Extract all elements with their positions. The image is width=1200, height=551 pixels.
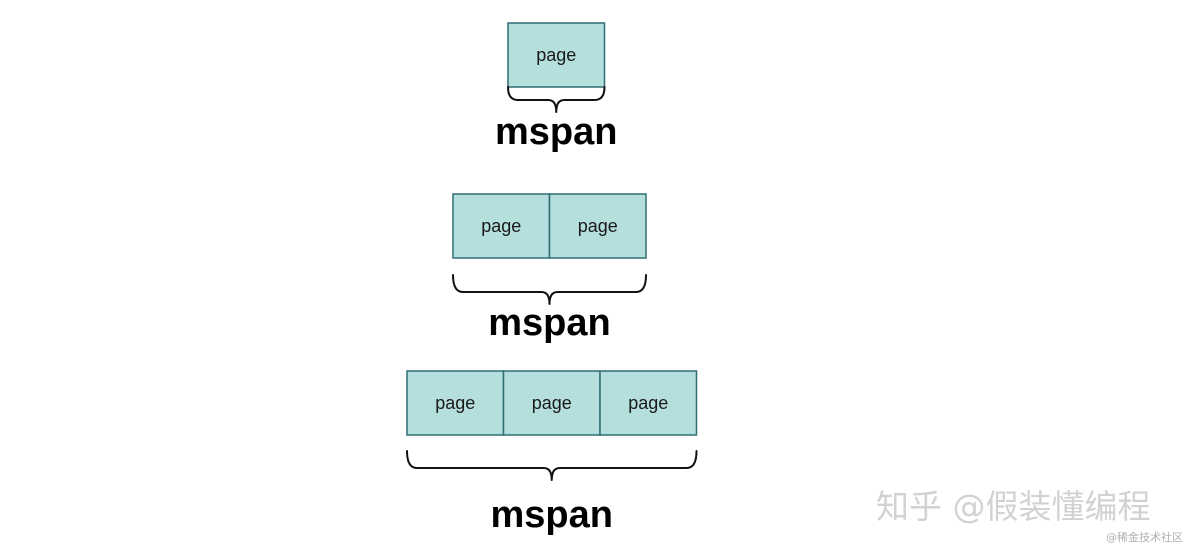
page-box [507, 22, 606, 88]
curly-brace [507, 86, 606, 113]
page-box [452, 193, 551, 259]
page-label: page [481, 216, 521, 236]
page-label: page [435, 393, 475, 413]
page-box [502, 370, 601, 436]
mspan-group-1: page mspan [495, 22, 617, 153]
mspan-group-2: page page mspan [452, 193, 647, 344]
mspan-label: mspan [495, 111, 617, 153]
zhihu-watermark: 知乎 @假装懂编程 [876, 487, 1151, 526]
juejin-watermark: @稀金技术社区 [1106, 531, 1183, 544]
page-label: page [578, 216, 618, 236]
page-label: page [536, 45, 576, 65]
page-box [548, 193, 647, 259]
mspan-label: mspan [488, 302, 610, 344]
curly-brace [406, 450, 698, 481]
curly-brace [452, 274, 647, 305]
mspan-label: mspan [491, 494, 613, 536]
page-label: page [532, 393, 572, 413]
page-label: page [628, 393, 668, 413]
page-box [599, 370, 698, 436]
mspan-group-3: page page page mspan [406, 370, 698, 536]
